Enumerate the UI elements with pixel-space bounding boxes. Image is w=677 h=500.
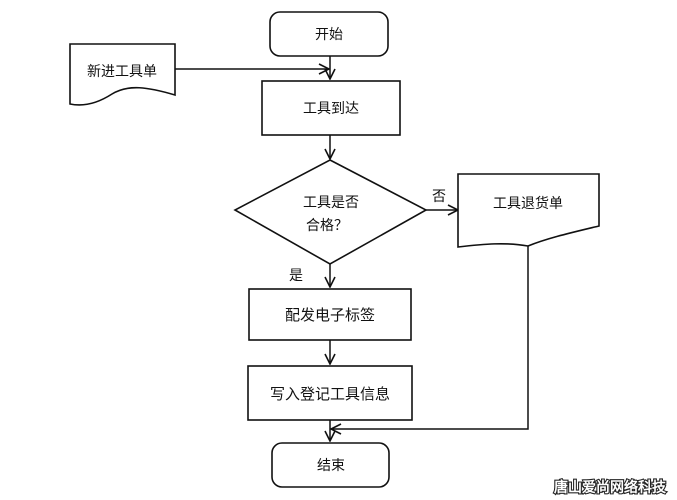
register-info-node	[247, 365, 413, 421]
register-info-label: 写入登记工具信息	[270, 385, 390, 403]
quality-decision-node	[233, 159, 428, 265]
decision-label-line2: 合格？	[306, 218, 348, 234]
end-node	[271, 442, 390, 488]
decision-label-line1: 工具是否	[303, 195, 359, 211]
tool-arrival-label: 工具到达	[303, 101, 359, 117]
edge-label-no: 否	[432, 189, 446, 205]
start-node	[269, 11, 389, 57]
start-label: 开始	[315, 27, 343, 43]
new-tool-order-label: 新进工具单	[87, 64, 157, 80]
tool-arrival-node	[261, 80, 401, 136]
issue-tag-node	[248, 288, 412, 341]
edge-return-to-end	[331, 246, 529, 429]
return-order-document	[457, 173, 600, 248]
edge-label-yes: 是	[289, 268, 303, 284]
end-label: 结束	[317, 458, 345, 474]
issue-tag-label: 配发电子标签	[285, 306, 375, 324]
new-tool-order-document	[69, 43, 176, 106]
return-order-label: 工具退货单	[493, 195, 563, 212]
watermark-text: 唐山爱尚网络科技	[554, 479, 667, 496]
